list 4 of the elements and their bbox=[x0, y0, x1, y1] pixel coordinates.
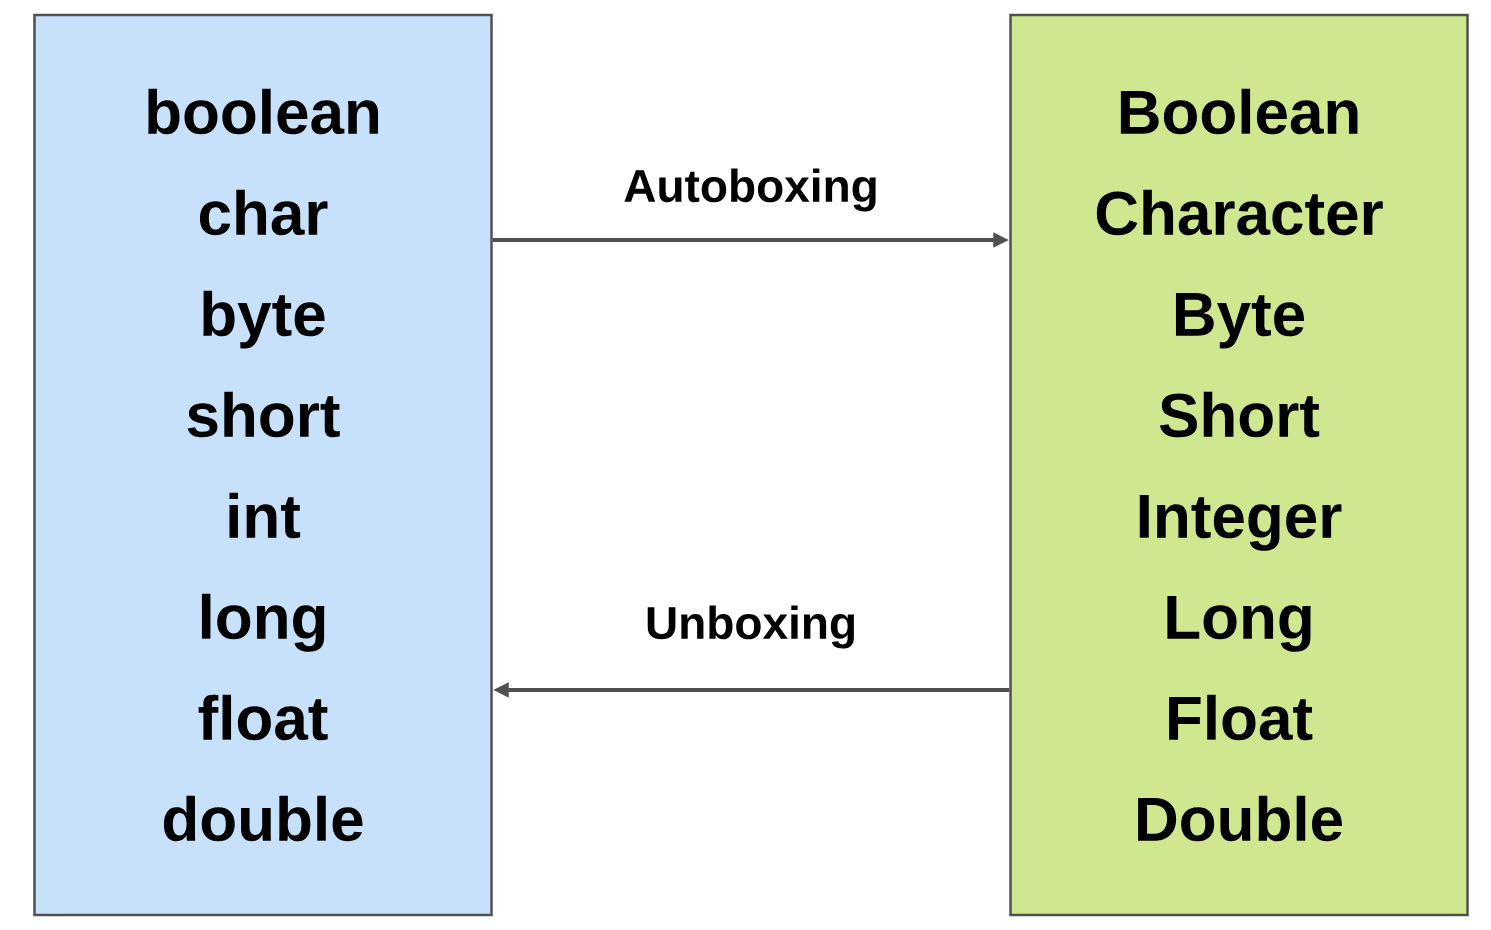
edge-label: Unboxing bbox=[647, 605, 854, 649]
type-list-box: boolean char byte short int long float double bbox=[33, 13, 493, 917]
edge-label: Autoboxing bbox=[624, 168, 876, 212]
type-list-box: Boolean Character Byte Short Integer Long Float Double bbox=[1009, 13, 1469, 917]
